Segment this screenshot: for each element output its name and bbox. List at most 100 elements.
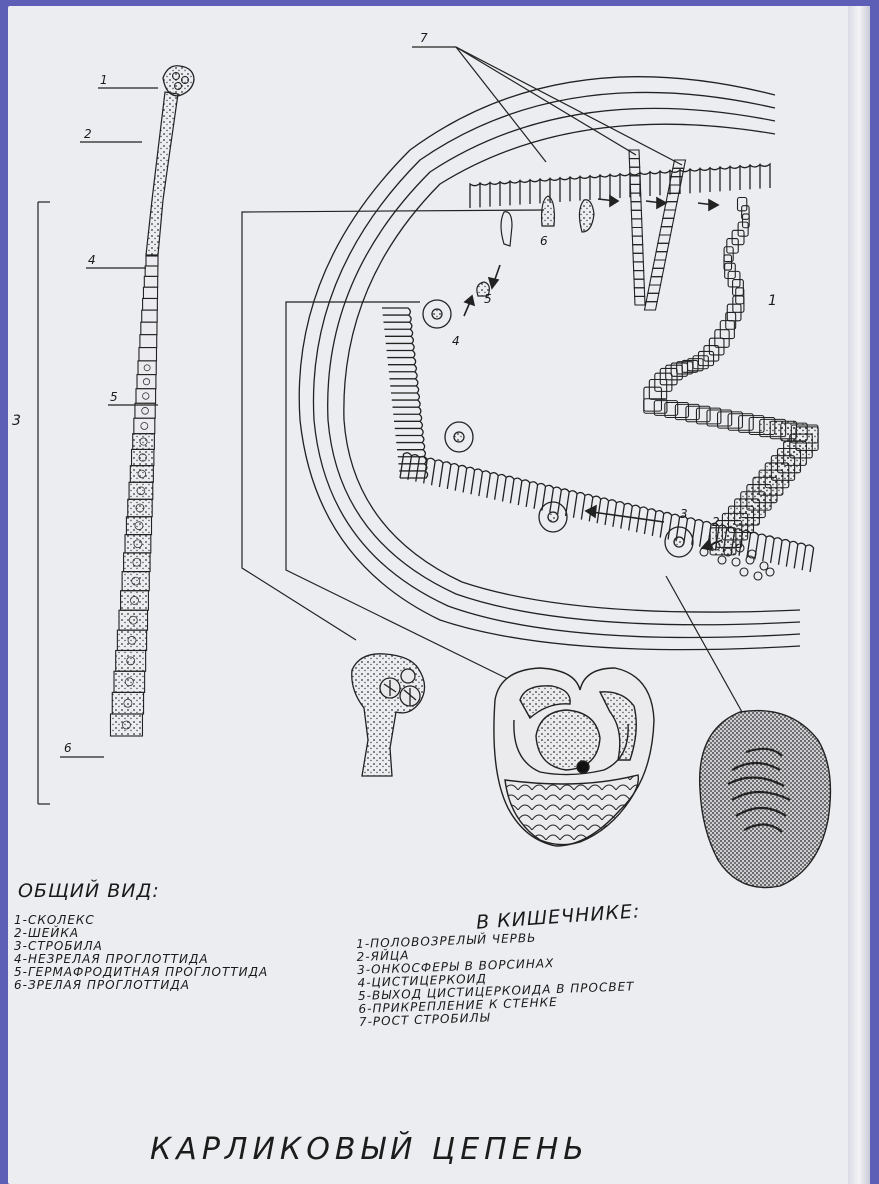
egg bbox=[732, 558, 740, 566]
strobila-segment bbox=[632, 236, 642, 245]
strobila-segment bbox=[650, 277, 663, 285]
worm-label-4: 4 bbox=[88, 253, 96, 267]
growing-strobilae bbox=[629, 150, 818, 555]
legend-general: ОБЩИЙ ВИД: 1-СКОЛЕКС 2-ШЕЙКА 3-СТРОБИЛА … bbox=[14, 880, 268, 992]
cycle-label-1: 1 bbox=[768, 293, 777, 309]
proglottid-segment bbox=[126, 517, 151, 535]
villi-top bbox=[470, 164, 770, 208]
proglottid-segment bbox=[130, 466, 153, 483]
proglottid-segment bbox=[128, 499, 152, 516]
worm-label-3: 3 bbox=[12, 413, 21, 429]
egg bbox=[740, 568, 748, 576]
legend-general-item: 6-ЗРЕЛАЯ ПРОГЛОТТИДА bbox=[14, 979, 268, 992]
proglottid-segment bbox=[138, 361, 156, 375]
proglottid-segment bbox=[122, 572, 149, 591]
strobila-segment bbox=[633, 253, 643, 262]
strobila-segment bbox=[633, 245, 643, 254]
worm-label-2: 2 bbox=[84, 127, 92, 141]
cycle-label-5: 5 bbox=[484, 292, 492, 306]
egg bbox=[718, 556, 726, 564]
proglottid-segment bbox=[117, 630, 146, 650]
proglottid-segment bbox=[124, 553, 150, 572]
poster-title: КАРЛИКОВЫЙ ЦЕПЕНЬ bbox=[150, 1132, 610, 1167]
mature-worm-segment bbox=[709, 338, 724, 355]
mature-worm-segment bbox=[655, 373, 672, 391]
proglottid-segment bbox=[141, 322, 157, 334]
strobila-segment bbox=[629, 159, 639, 168]
mature-worm-segment bbox=[666, 365, 683, 380]
cysticercoids bbox=[423, 300, 693, 557]
strobila-segment bbox=[634, 279, 644, 288]
egg bbox=[754, 572, 762, 580]
worm-label-6: 6 bbox=[64, 741, 72, 755]
strobila-segment bbox=[630, 184, 640, 193]
proglottid-segment bbox=[133, 434, 155, 450]
strobila-segment bbox=[632, 228, 642, 237]
proglottid-segment bbox=[144, 276, 157, 287]
villus-oncosphere-detail bbox=[700, 711, 831, 888]
cycle-label-6: 6 bbox=[540, 234, 548, 248]
mature-worm-segment bbox=[649, 379, 666, 399]
worm-scolex bbox=[163, 66, 194, 96]
strobila-segment bbox=[635, 296, 645, 305]
proglottid-segment bbox=[145, 266, 158, 276]
cysticercoid-detail bbox=[494, 668, 654, 846]
worm-general-view: 1 2 3 4 5 6 bbox=[12, 66, 194, 804]
strobila-segment bbox=[634, 271, 644, 280]
worm-label-5: 5 bbox=[110, 390, 118, 404]
proglottid-segment bbox=[140, 335, 157, 348]
proglottid-segment bbox=[132, 449, 154, 465]
strobila-segment bbox=[631, 210, 641, 219]
mature-worm-segment bbox=[704, 346, 719, 362]
strobila-segment bbox=[648, 285, 661, 293]
legend-general-title: ОБЩИЙ ВИД: bbox=[18, 880, 268, 902]
proglottid-segment bbox=[143, 298, 158, 310]
strobila-segment bbox=[633, 262, 643, 271]
intestine-cycle bbox=[299, 77, 813, 650]
proglottid-segment bbox=[134, 418, 155, 433]
proglottid-segment bbox=[139, 348, 157, 361]
scolex-detail bbox=[352, 654, 425, 776]
strobila-segment bbox=[634, 288, 644, 297]
proglottid-segment bbox=[142, 310, 157, 322]
proglottid-segment bbox=[137, 375, 156, 389]
proglottid-segment bbox=[125, 535, 151, 553]
strobila-segment bbox=[632, 219, 642, 228]
mature-worm-segment bbox=[693, 356, 708, 369]
proglottid-segment bbox=[114, 671, 145, 692]
proglottid-segment bbox=[121, 591, 149, 611]
cycle-label-3: 3 bbox=[680, 507, 688, 521]
worm-label-1: 1 bbox=[100, 73, 108, 87]
proglottid-segment bbox=[136, 389, 156, 404]
strobila-segment bbox=[651, 268, 664, 276]
strobila-segment bbox=[661, 218, 674, 226]
strobila-segment bbox=[656, 243, 669, 251]
proglottid-segment bbox=[146, 256, 158, 266]
strobila-segment bbox=[645, 302, 658, 310]
proglottid-segment bbox=[119, 610, 148, 630]
strobila-segment bbox=[646, 293, 659, 301]
proglottid-segment bbox=[112, 692, 143, 714]
strobila-segment bbox=[631, 202, 641, 211]
proglottid-segment bbox=[110, 714, 142, 736]
cycle-label-2: 2 bbox=[712, 515, 720, 529]
worm-strobila bbox=[110, 256, 158, 736]
mature-worm-segment bbox=[738, 222, 748, 236]
proglottid-segment bbox=[116, 650, 146, 671]
strobila-segment bbox=[666, 193, 679, 201]
legend-intestine: В КИШЕЧНИКЕ: 1-ПОЛОВОЗРЕЛЫЙ ЧЕРВЬ 2-ЯЙЦА… bbox=[356, 906, 641, 1029]
cycle-label-4: 4 bbox=[452, 334, 460, 348]
cycle-label-7: 7 bbox=[420, 31, 428, 45]
worm-neck bbox=[146, 92, 178, 255]
strobila-segment bbox=[663, 210, 676, 218]
strobila-segment bbox=[658, 235, 671, 243]
strobila-segment bbox=[655, 252, 668, 260]
proglottid-segment bbox=[129, 482, 153, 499]
intestine-wall bbox=[299, 77, 800, 650]
strobila-segment bbox=[653, 260, 666, 268]
proglottid-segment bbox=[143, 287, 157, 298]
strobila-segment bbox=[630, 176, 640, 185]
villi-left bbox=[382, 308, 428, 478]
strobila-segment bbox=[660, 227, 673, 235]
egg bbox=[766, 568, 774, 576]
